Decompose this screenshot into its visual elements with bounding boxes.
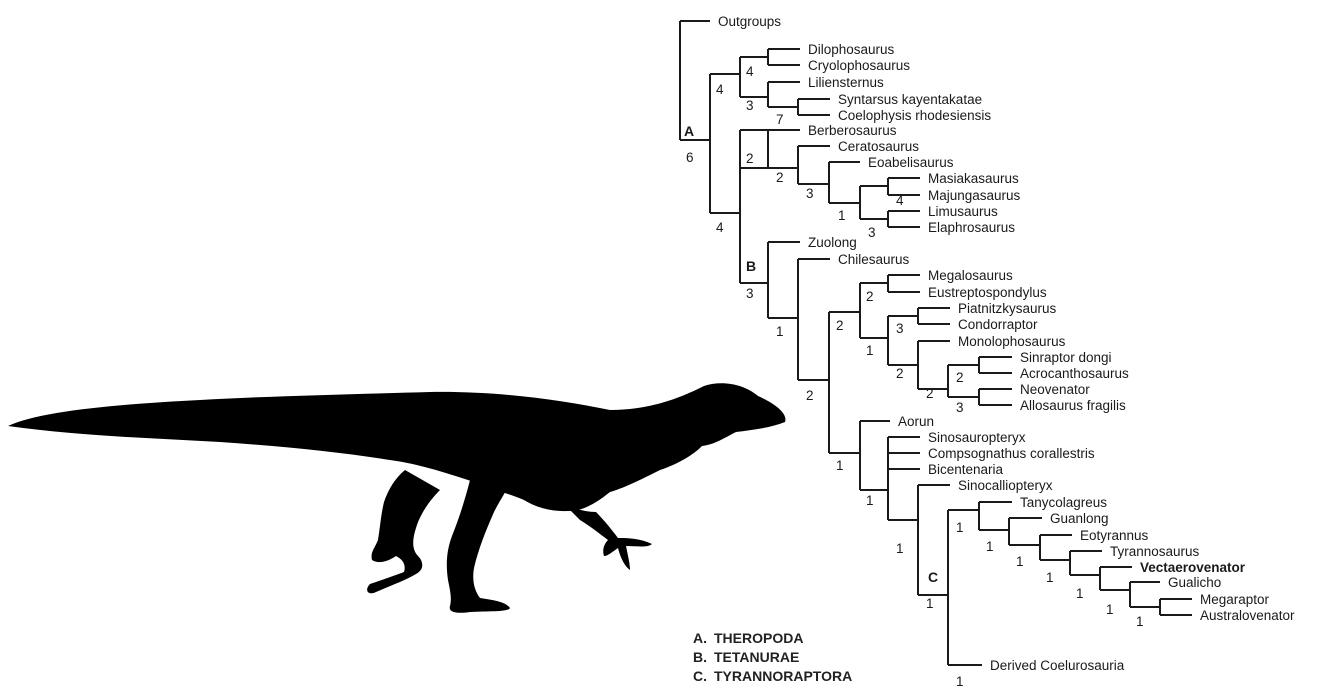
taxon-derived_coelurosauria: Derived Coelurosauria bbox=[990, 658, 1125, 673]
support-value: 2 bbox=[896, 366, 904, 381]
support-value: 2 bbox=[956, 370, 964, 385]
support-value: 6 bbox=[686, 150, 694, 165]
clade-node-labels: A B C bbox=[684, 123, 938, 585]
taxon-dilophosaurus: Dilophosaurus bbox=[808, 42, 895, 57]
support-value: 1 bbox=[1136, 614, 1144, 629]
tip-labels: OutgroupsDilophosaurusCryolophosaurusLil… bbox=[718, 14, 1295, 673]
taxon-eotyrannus: Eotyrannus bbox=[1080, 528, 1149, 543]
taxon-vectaerovenator: Vectaerovenator bbox=[1140, 560, 1246, 575]
taxon-sinocalliopteryx: Sinocalliopteryx bbox=[958, 478, 1053, 493]
node-label-tyrannoraptora: C bbox=[928, 569, 938, 585]
taxon-condorraptor: Condorraptor bbox=[958, 317, 1038, 332]
support-value: 3 bbox=[896, 321, 904, 336]
taxon-eustreptospondylus: Eustreptospondylus bbox=[928, 285, 1047, 300]
taxon-megalosaurus: Megalosaurus bbox=[928, 268, 1013, 283]
support-value: 1 bbox=[866, 343, 874, 358]
support-values: 6 4 4 3 7 2 2 3 1 4 3 4 3 1 2 2 2 3 1 2 2 2 3 1 1 1 1 1 1 1 1 1 1 1 1 bbox=[686, 64, 1144, 689]
taxon-chilesaurus: Chilesaurus bbox=[838, 252, 910, 267]
support-value: 7 bbox=[776, 112, 784, 127]
taxon-neovenator: Neovenator bbox=[1020, 382, 1090, 397]
support-value: 2 bbox=[836, 318, 844, 333]
support-value: 3 bbox=[868, 225, 876, 240]
support-value: 1 bbox=[896, 541, 904, 556]
taxon-tyrannosaurus: Tyrannosaurus bbox=[1110, 544, 1200, 559]
support-value: 1 bbox=[986, 539, 994, 554]
taxon-australovenator: Australovenator bbox=[1200, 608, 1295, 623]
taxon-berberosaurus: Berberosaurus bbox=[808, 123, 897, 138]
taxon-piatnitzkysaurus: Piatnitzkysaurus bbox=[958, 301, 1057, 316]
taxon-compsognathus: Compsognathus corallestris bbox=[928, 446, 1095, 461]
legend-item-tetanurae: B.TETANURAE bbox=[693, 649, 800, 665]
taxon-syntarsus: Syntarsus kayentakatae bbox=[838, 92, 982, 107]
taxon-cryolophosaurus: Cryolophosaurus bbox=[808, 58, 910, 73]
support-value: 1 bbox=[1106, 602, 1114, 617]
support-value: 3 bbox=[746, 98, 754, 113]
taxon-majungasaurus: Majungasaurus bbox=[928, 188, 1021, 203]
dinosaur-silhouette bbox=[8, 383, 786, 613]
taxon-tanycolagreus: Tanycolagreus bbox=[1020, 495, 1107, 510]
clade-legend: A.THEROPODA B.TETANURAE C.TYRANNORAPTORA bbox=[693, 629, 852, 686]
taxon-eoabelisaurus: Eoabelisaurus bbox=[868, 155, 954, 170]
taxon-limusaurus: Limusaurus bbox=[928, 204, 998, 219]
taxon-guanlong: Guanlong bbox=[1050, 511, 1109, 526]
support-value: 2 bbox=[776, 170, 784, 185]
support-value: 1 bbox=[1076, 586, 1084, 601]
taxon-allosaurus: Allosaurus fragilis bbox=[1020, 398, 1126, 413]
support-value: 3 bbox=[746, 286, 754, 301]
support-value: 2 bbox=[806, 388, 814, 403]
taxon-sinraptor: Sinraptor dongi bbox=[1020, 350, 1112, 365]
taxon-aorun: Aorun bbox=[898, 414, 934, 429]
taxon-outgroups: Outgroups bbox=[718, 14, 781, 29]
taxon-monolophosaurus: Monolophosaurus bbox=[958, 334, 1066, 349]
support-value: 1 bbox=[956, 674, 964, 689]
support-value: 1 bbox=[776, 324, 784, 339]
support-value: 1 bbox=[836, 458, 844, 473]
taxon-elaphrosaurus: Elaphrosaurus bbox=[928, 220, 1015, 235]
support-value: 1 bbox=[866, 493, 874, 508]
support-value: 4 bbox=[716, 82, 724, 97]
support-value: 1 bbox=[956, 520, 964, 535]
support-value: 1 bbox=[926, 596, 934, 611]
taxon-liliensternus: Liliensternus bbox=[808, 75, 884, 90]
taxon-zuolong: Zuolong bbox=[808, 235, 857, 250]
node-label-theropoda: A bbox=[684, 123, 694, 139]
taxon-acrocanthosaurus: Acrocanthosaurus bbox=[1020, 366, 1129, 381]
taxon-sinosauropteryx: Sinosauropteryx bbox=[928, 430, 1026, 445]
support-value: 1 bbox=[1016, 554, 1024, 569]
taxon-ceratosaurus: Ceratosaurus bbox=[838, 139, 919, 154]
taxon-megaraptor: Megaraptor bbox=[1200, 592, 1270, 607]
support-value: 4 bbox=[896, 193, 904, 208]
support-value: 1 bbox=[1046, 570, 1054, 585]
support-value: 1 bbox=[838, 208, 846, 223]
support-value: 2 bbox=[866, 289, 874, 304]
support-value: 4 bbox=[716, 220, 724, 235]
taxon-masiakasaurus: Masiakasaurus bbox=[928, 171, 1019, 186]
tree-branches bbox=[679, 20, 1192, 666]
node-label-tetanurae: B bbox=[746, 258, 756, 274]
support-value: 2 bbox=[746, 151, 754, 166]
support-value: 3 bbox=[956, 400, 964, 415]
taxon-gualicho: Gualicho bbox=[1168, 575, 1221, 590]
legend-item-tyrannoraptora: C.TYRANNORAPTORA bbox=[693, 668, 853, 684]
legend-item-theropoda: A.THEROPODA bbox=[693, 630, 804, 646]
taxon-bicentenaria: Bicentenaria bbox=[928, 462, 1004, 477]
support-value: 4 bbox=[746, 64, 754, 79]
support-value: 3 bbox=[806, 186, 814, 201]
taxon-coelophysis: Coelophysis rhodesiensis bbox=[838, 108, 991, 123]
support-value: 2 bbox=[926, 386, 934, 401]
